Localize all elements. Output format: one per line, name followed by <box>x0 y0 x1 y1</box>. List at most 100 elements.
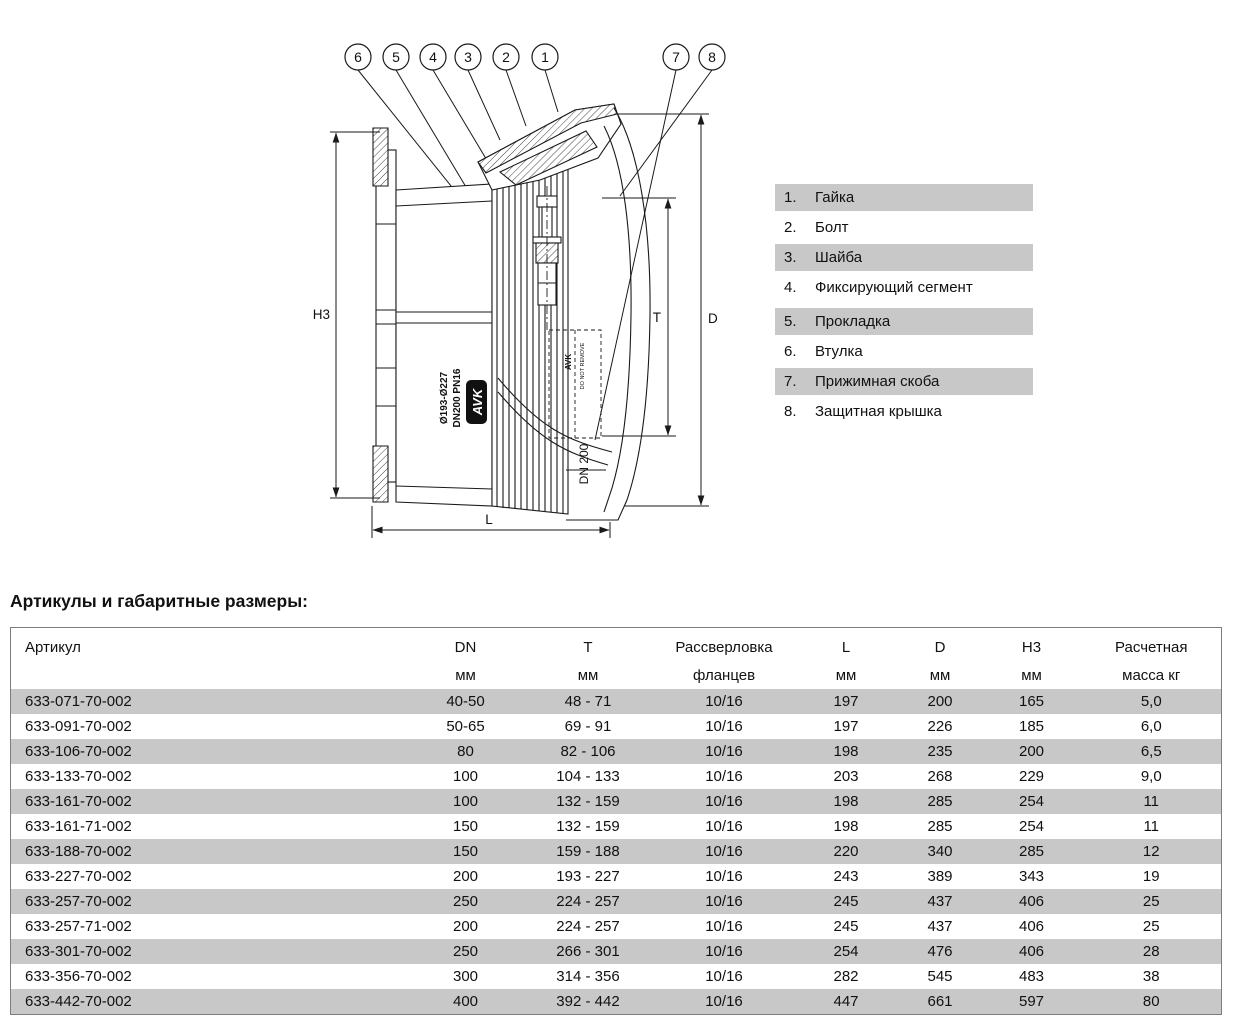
dimension-lines <box>330 113 709 538</box>
svg-text:7: 7 <box>672 49 680 65</box>
table-cell: 400 <box>452 993 479 1010</box>
table-cell: 150 <box>452 843 479 860</box>
table-cell: 198 <box>833 743 859 760</box>
table-cell: 80 <box>1142 993 1160 1010</box>
table-cell: 245 <box>833 893 859 910</box>
table-cell: 343 <box>1018 868 1045 885</box>
table-cell: 150 <box>452 818 479 835</box>
column-header: Артикул <box>25 638 81 656</box>
legend-item-label: Прижимная скоба <box>815 373 940 390</box>
table-cell: 633-257-70-002 <box>25 893 132 910</box>
table-cell: 10/16 <box>705 943 743 960</box>
table-cell: 406 <box>1018 943 1045 960</box>
table-cell: 266 - 301 <box>556 943 620 960</box>
table-cell: 243 <box>833 868 859 885</box>
table-cell: 229 <box>1018 768 1045 785</box>
legend-item: 7. Прижимная скоба <box>775 368 1033 395</box>
column-header: Расчетная <box>1115 638 1188 656</box>
table-cell: 285 <box>927 818 953 835</box>
column-header: DN <box>454 638 477 656</box>
callout-8-icon: 8 <box>698 43 726 71</box>
table-cell: 6,5 <box>1140 743 1162 760</box>
table-cell: 10/16 <box>705 693 743 710</box>
table-cell: 545 <box>927 968 953 985</box>
table-cell: 200 <box>1018 743 1045 760</box>
small-brand-label: AVK <box>564 354 573 371</box>
table-cell: 235 <box>927 743 953 760</box>
table-cell: 224 - 257 <box>556 918 620 935</box>
table-cell: 314 - 356 <box>556 968 620 985</box>
dim-t-label: T <box>653 310 661 325</box>
table-cell: 104 - 133 <box>556 768 620 785</box>
do-not-remove-label: DO NOT REMOVE <box>580 342 586 389</box>
column-header: Рассверловка <box>675 638 773 656</box>
technical-drawing: Ø193-Ø227 DN200 PN16 AVK DN 200 AVK DO N… <box>313 43 726 538</box>
table-cell: 250 <box>452 943 479 960</box>
table-cell: 38 <box>1142 968 1160 985</box>
table-cell: 254 <box>1018 818 1045 835</box>
hidden-lines <box>546 186 602 439</box>
column-header: H3 <box>1021 638 1042 656</box>
table-cell: 10/16 <box>705 968 743 985</box>
table-cell: 6,0 <box>1140 718 1162 735</box>
legend-item-label: Втулка <box>815 343 863 360</box>
table-cell: 282 <box>833 968 859 985</box>
dn-size-label: DN 200 <box>577 443 591 484</box>
table-cell: 285 <box>927 793 953 810</box>
table-cell: 633-161-71-002 <box>25 818 132 835</box>
spec-text-line2: DN200 PN16 <box>452 368 463 427</box>
table-cell: 661 <box>927 993 953 1010</box>
column-unit: мм <box>835 667 857 684</box>
table-cell: 25 <box>1142 918 1160 935</box>
legend-item-number: 3. <box>784 249 797 266</box>
table-cell: 19 <box>1142 868 1160 885</box>
table-cell: 226 <box>927 718 953 735</box>
callout-3-icon: 3 <box>454 43 482 71</box>
table-cell: 406 <box>1018 918 1045 935</box>
callout-5-icon: 5 <box>382 43 410 71</box>
table-cell: 392 - 442 <box>556 993 620 1010</box>
table-cell: 285 <box>1018 843 1045 860</box>
table-cell: 224 - 257 <box>556 893 620 910</box>
table-cell: 633-091-70-002 <box>25 718 132 735</box>
legend-item: 4.Фиксирующий сегмент <box>775 274 1033 301</box>
table-cell: 10/16 <box>705 843 743 860</box>
table-cell: 9,0 <box>1140 768 1162 785</box>
avk-logo: AVK <box>466 380 487 424</box>
svg-text:1: 1 <box>541 49 549 65</box>
table-cell: 198 <box>833 793 859 810</box>
table-cell: 10/16 <box>705 993 743 1010</box>
table-cell: 200 <box>452 918 479 935</box>
legend-item-number: 6. <box>784 343 797 360</box>
legend-item-label: Шайба <box>815 249 863 266</box>
table-cell: 5,0 <box>1140 693 1162 710</box>
svg-text:3: 3 <box>464 49 472 65</box>
callout-6-icon: 6 <box>344 43 372 71</box>
table-cell: 159 - 188 <box>556 843 620 860</box>
legend-item-label: Прокладка <box>815 313 891 330</box>
legend-item-label: Фиксирующий сегмент <box>815 279 973 296</box>
legend-item-number: 2. <box>784 219 797 236</box>
legend-item-number: 7. <box>784 373 797 390</box>
table-cell: 48 - 71 <box>564 693 612 710</box>
column-header: T <box>583 638 593 656</box>
column-unit: мм <box>929 667 951 684</box>
table-cell: 200 <box>927 693 953 710</box>
table-cell: 406 <box>1018 893 1045 910</box>
legend-item: 6. Втулка <box>775 338 1033 365</box>
table-cell: 197 <box>833 693 859 710</box>
table-cell: 633-161-70-002 <box>25 793 132 810</box>
legend-item: 1.Гайка <box>775 184 1033 211</box>
table-cell: 11 <box>1143 818 1160 835</box>
